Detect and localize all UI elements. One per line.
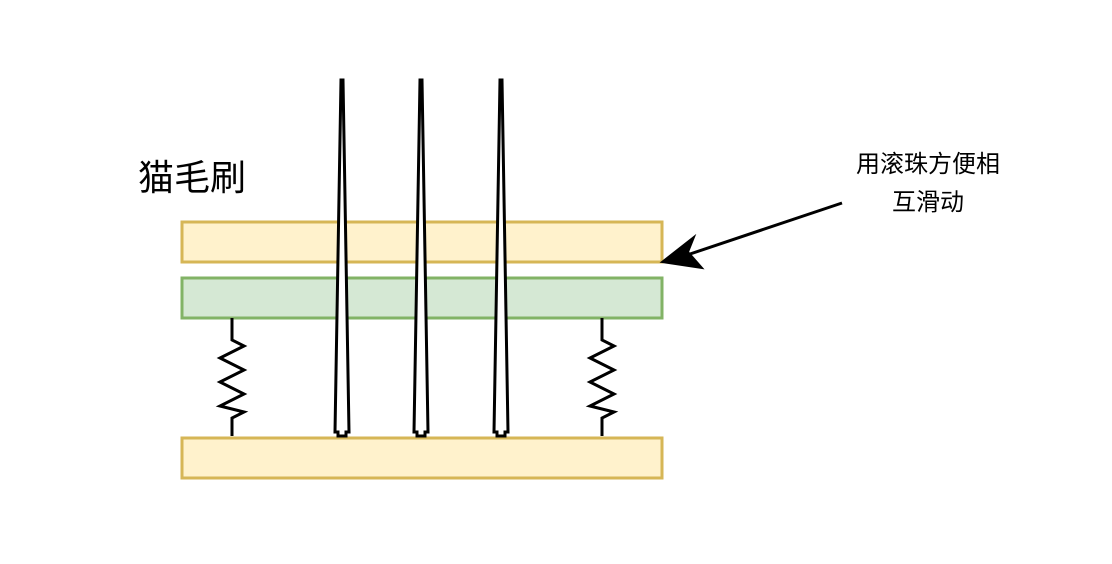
spring-right (585, 318, 619, 436)
needle-2 (412, 78, 430, 438)
annotation-line-2: 互滑动 (892, 188, 964, 216)
annotation-arrow (659, 201, 843, 270)
needle-3 (492, 78, 510, 438)
bottom-plate (180, 436, 664, 480)
spring-left (215, 318, 249, 436)
needle-1 (333, 78, 351, 438)
annotation-text: 用滚珠方便相 互滑动 (828, 145, 1028, 221)
annotation-line-1: 用滚珠方便相 (856, 150, 1000, 178)
title-label: 猫毛刷 (138, 158, 247, 199)
